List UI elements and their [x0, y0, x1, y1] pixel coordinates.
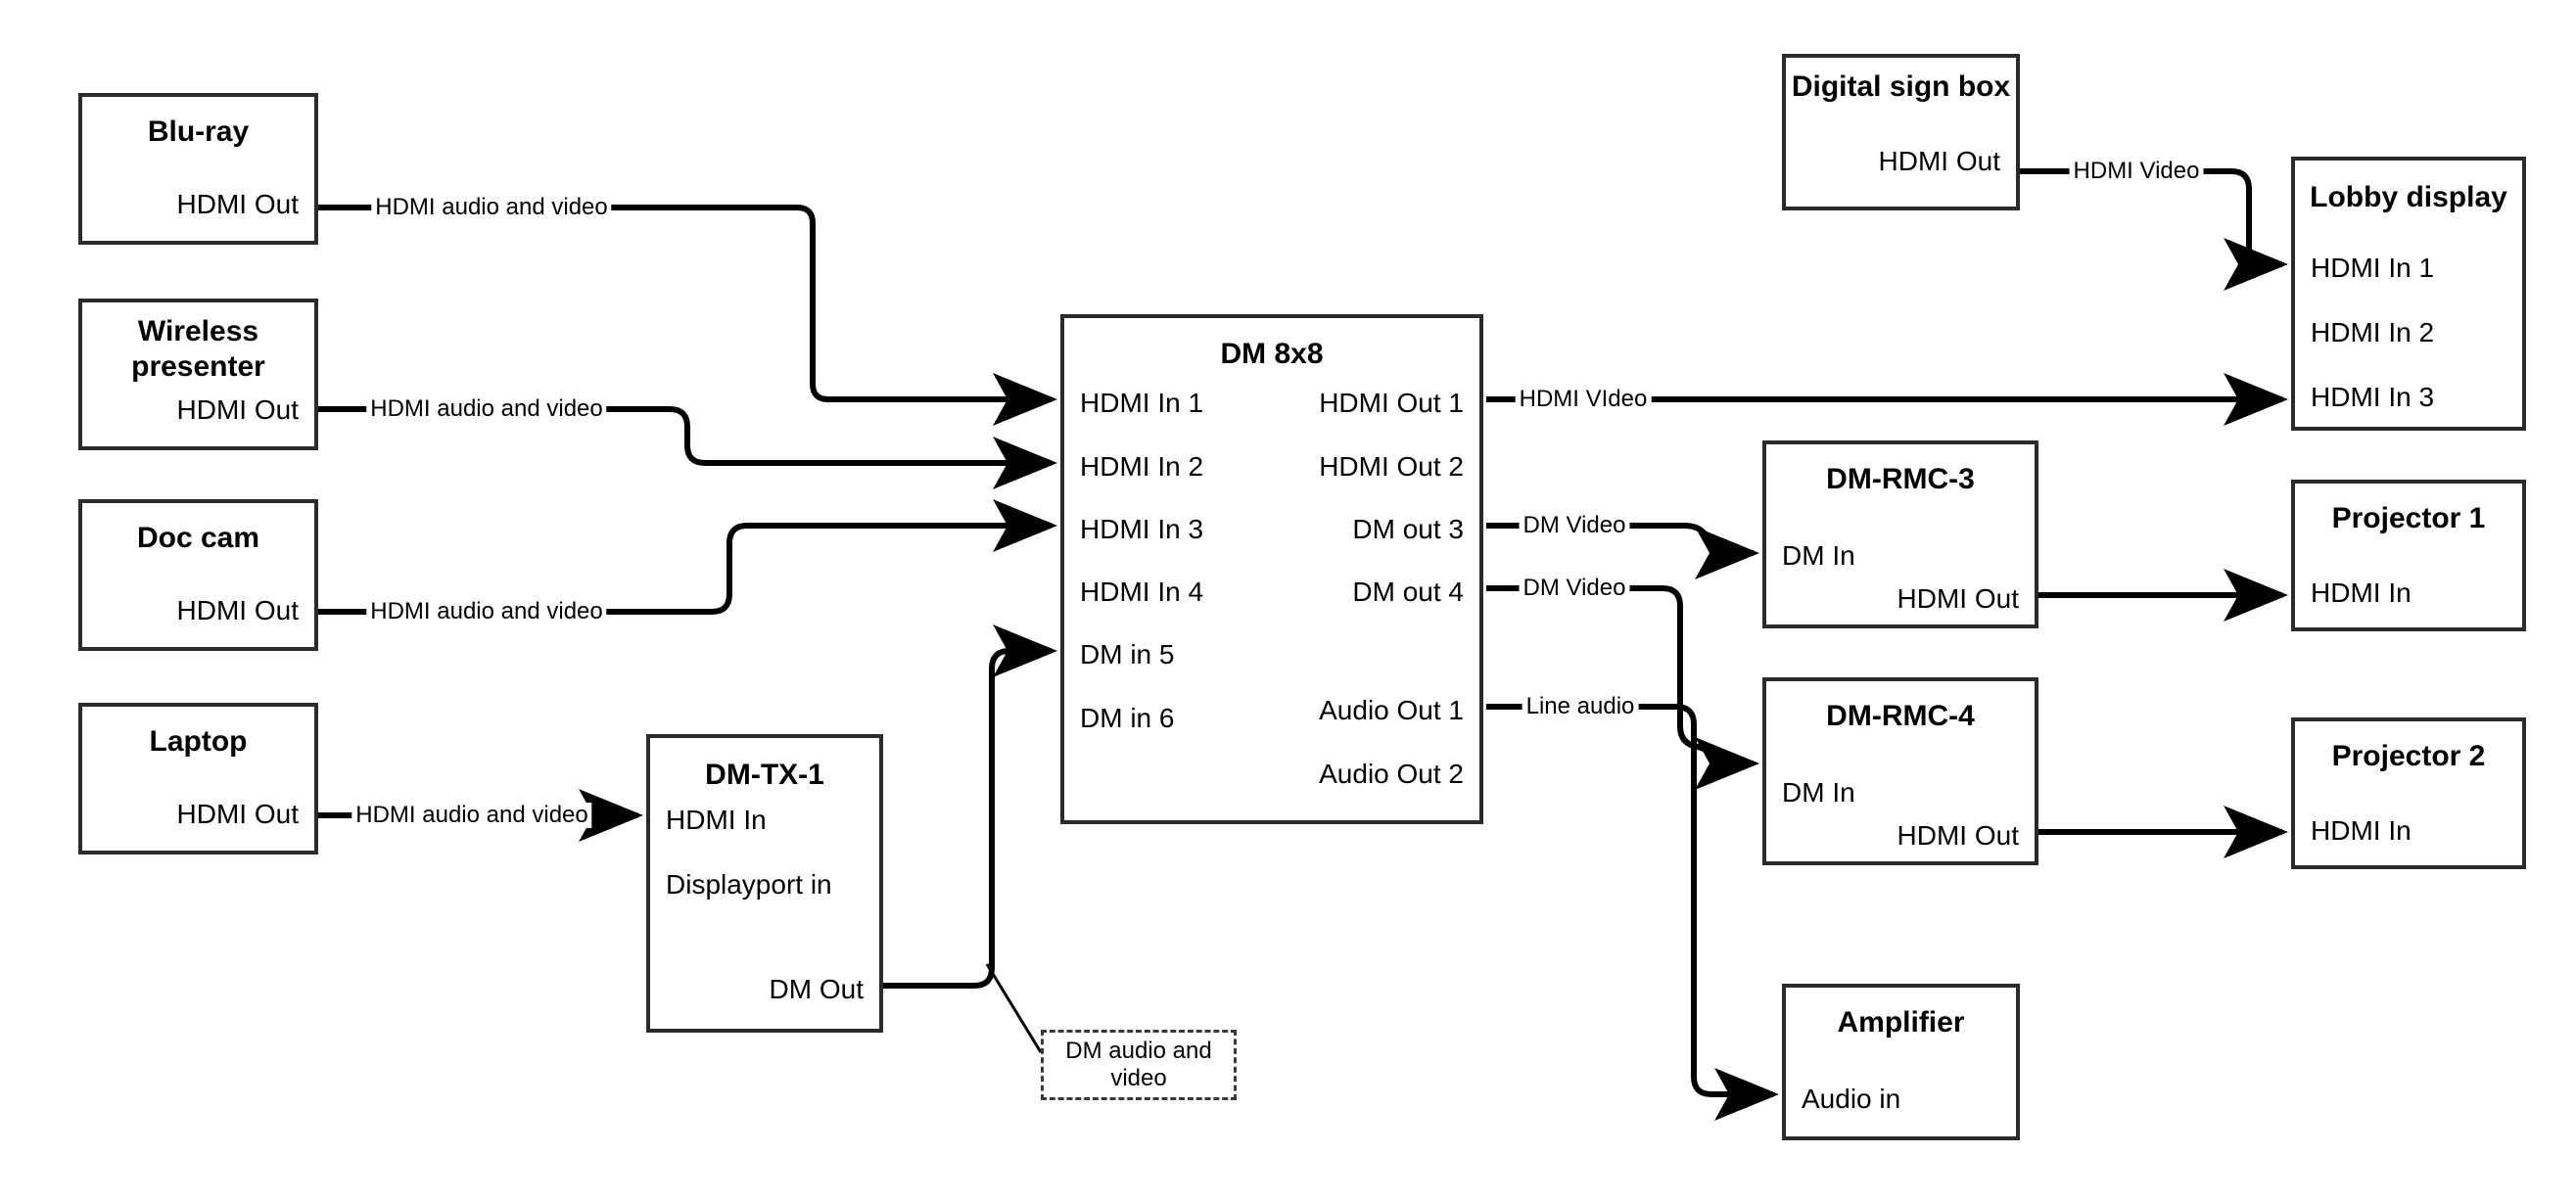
- port-hdmi-in[interactable]: HDMI In: [2311, 577, 2412, 608]
- port-displayport-in[interactable]: Displayport in: [666, 869, 832, 900]
- note-dm-audio-and-video: DM audio and video: [1041, 1030, 1237, 1100]
- port-hdmi-in-3[interactable]: HDMI In 3: [1080, 514, 1204, 544]
- node-title: Digital sign box: [1791, 70, 2011, 103]
- note-leader-line: [985, 963, 1043, 1053]
- node-title: Amplifier: [1837, 1006, 1965, 1039]
- edge-label-doccam-to-in3: HDMI audio and video: [366, 599, 607, 624]
- port-hdmi-in-4[interactable]: HDMI In 4: [1080, 577, 1204, 607]
- node-dm-rmc-4[interactable]: DM-RMC-4 DM In HDMI Out: [1762, 677, 2038, 865]
- port-dm-out[interactable]: DM Out: [769, 974, 864, 1004]
- node-lobby-display[interactable]: Lobby display HDMI In 1 HDMI In 2 HDMI I…: [2291, 157, 2526, 431]
- node-title: Laptop: [149, 725, 248, 758]
- port-hdmi-out[interactable]: HDMI Out: [176, 799, 299, 829]
- port-hdmi-out[interactable]: HDMI Out: [1897, 583, 2019, 614]
- node-title: DM-RMC-4: [1826, 700, 1975, 732]
- node-title: Lobby display: [2310, 181, 2507, 213]
- node-title: DM-RMC-3: [1826, 463, 1975, 495]
- node-title: Doc cam: [136, 522, 260, 554]
- port-audio-in[interactable]: Audio in: [1802, 1084, 1901, 1114]
- port-hdmi-out[interactable]: HDMI Out: [176, 189, 299, 219]
- note-text: DM audio and video: [1065, 1038, 1212, 1091]
- node-dm-8x8[interactable]: DM 8x8 HDMI In 1 HDMI In 2 HDMI In 3 HDM…: [1060, 314, 1483, 824]
- port-hdmi-in-1[interactable]: HDMI In 1: [1080, 388, 1204, 418]
- node-title: Projector 2: [2331, 740, 2486, 772]
- port-hdmi-out-2[interactable]: HDMI Out 2: [1319, 451, 1464, 482]
- port-dm-out-3[interactable]: DM out 3: [1352, 514, 1464, 544]
- edge-label-wireless-to-in2: HDMI audio and video: [366, 396, 607, 422]
- port-hdmi-in-1[interactable]: HDMI In 1: [2311, 253, 2435, 283]
- node-title: DM 8x8: [1220, 338, 1324, 370]
- wire-dm8x8-out4-to-rmc4: [1486, 585, 1759, 790]
- port-hdmi-out[interactable]: HDMI Out: [1878, 146, 2000, 176]
- port-hdmi-in-2[interactable]: HDMI In 2: [2311, 317, 2435, 347]
- port-hdmi-in[interactable]: HDMI In: [2311, 815, 2412, 846]
- wire-signbox-to-lobby-in1: [2020, 168, 2288, 291]
- port-hdmi-out[interactable]: HDMI Out: [176, 595, 299, 625]
- edge-label-out4-to-rmc4: DM Video: [1519, 576, 1630, 601]
- port-dm-in-5[interactable]: DM in 5: [1080, 639, 1175, 670]
- node-doc-cam[interactable]: Doc cam HDMI Out: [78, 499, 318, 651]
- node-projector-2[interactable]: Projector 2 HDMI In: [2291, 717, 2526, 869]
- port-hdmi-in[interactable]: HDMI In: [666, 805, 767, 835]
- wire-dmtx1-to-dm8x8-in5: [883, 624, 1057, 989]
- port-hdmi-out[interactable]: HDMI Out: [176, 394, 299, 425]
- port-dm-out-4[interactable]: DM out 4: [1352, 577, 1464, 607]
- wire-bluray-to-dm8x8-in1: [318, 205, 1057, 426]
- wire-doccam-to-dm8x8-in3: [318, 499, 1057, 615]
- node-title: DM-TX-1: [705, 759, 824, 791]
- edge-label-laptop-to-dmtx1: HDMI audio and video: [351, 803, 592, 828]
- node-laptop[interactable]: Laptop HDMI Out: [78, 703, 318, 855]
- node-dm-rmc-3[interactable]: DM-RMC-3 DM In HDMI Out: [1762, 440, 2038, 628]
- wire-dm8x8-out3-to-rmc3: [1486, 523, 1759, 579]
- edge-label-bluray-to-in1: HDMI audio and video: [371, 195, 612, 220]
- node-amplifier[interactable]: Amplifier Audio in: [1782, 984, 2020, 1140]
- node-digital-sign-box[interactable]: Digital sign box HDMI Out: [1782, 54, 2020, 210]
- node-dm-tx-1[interactable]: DM-TX-1 HDMI In Displayport in DM Out: [646, 734, 883, 1033]
- node-bluray[interactable]: Blu-ray HDMI Out: [78, 93, 318, 245]
- port-hdmi-in-2[interactable]: HDMI In 2: [1080, 451, 1204, 482]
- port-dm-in[interactable]: DM In: [1782, 540, 1855, 571]
- edge-label-out1-to-lobby: HDMI VIdeo: [1515, 387, 1652, 412]
- port-audio-out-2[interactable]: Audio Out 2: [1319, 759, 1464, 789]
- edge-label-audioout1-to-amp: Line audio: [1522, 694, 1639, 719]
- node-title: Wireless presenter: [131, 315, 265, 383]
- node-projector-1[interactable]: Projector 1 HDMI In: [2291, 480, 2526, 631]
- port-hdmi-in-3[interactable]: HDMI In 3: [2311, 382, 2435, 412]
- port-audio-out-1[interactable]: Audio Out 1: [1319, 695, 1464, 725]
- port-hdmi-out[interactable]: HDMI Out: [1897, 820, 2019, 851]
- edge-label-signbox-to-lobby: HDMI Video: [2069, 159, 2204, 184]
- wire-wireless-to-dm8x8-in2: [318, 406, 1057, 489]
- node-title: Projector 1: [2331, 502, 2486, 534]
- wire-dm8x8-audioout1-to-amp: [1486, 704, 1779, 1121]
- port-hdmi-out-1[interactable]: HDMI Out 1: [1319, 388, 1464, 418]
- node-wireless-presenter[interactable]: Wireless presenter HDMI Out: [78, 299, 318, 450]
- node-title: Blu-ray: [147, 115, 250, 148]
- port-dm-in[interactable]: DM In: [1782, 777, 1855, 808]
- edge-label-out3-to-rmc3: DM Video: [1519, 513, 1630, 538]
- port-dm-in-6[interactable]: DM in 6: [1080, 703, 1175, 733]
